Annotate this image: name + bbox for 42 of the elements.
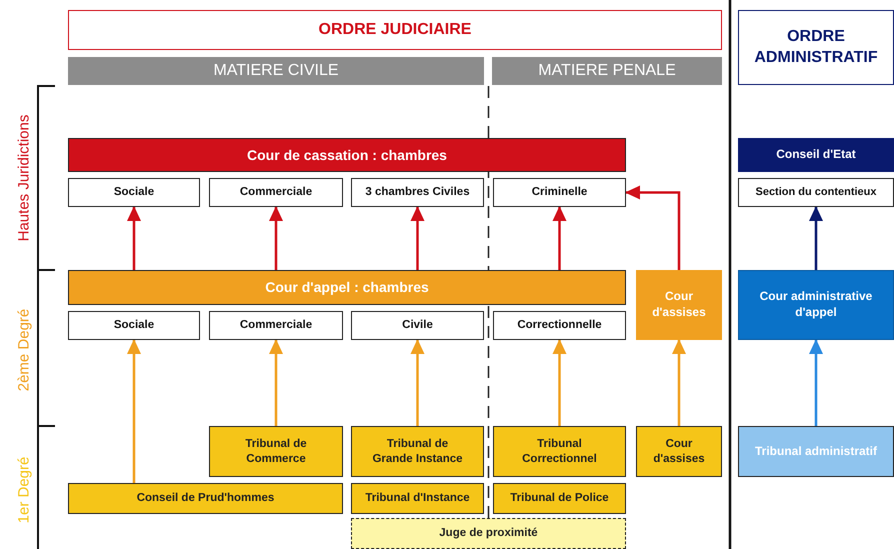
- order-header: ORDRE ADMINISTRATIF: [738, 10, 894, 85]
- court-box: Cour administrative d'appel: [738, 270, 894, 340]
- matter-header: MATIERE PENALE: [492, 57, 722, 85]
- court-bar: Cour d'appel : chambres: [68, 270, 626, 305]
- court-box: Cour d'assises: [636, 426, 722, 477]
- arrow: [127, 339, 141, 483]
- level-label: 1er Degré: [16, 456, 32, 524]
- level-label: Hautes Juridictions: [16, 114, 32, 242]
- court-box: Tribunal Correctionnel: [493, 426, 626, 477]
- chamber-box: 3 chambres Civiles: [351, 178, 484, 207]
- arrow: [127, 206, 141, 270]
- arrow: [809, 206, 823, 270]
- arrow: [410, 339, 424, 426]
- court-box: Tribunal de Grande Instance: [351, 426, 484, 477]
- arrow: [269, 339, 283, 426]
- arrow: [552, 206, 566, 270]
- chamber-box: Commerciale: [209, 311, 343, 340]
- court-bar: Cour de cassation : chambres: [68, 138, 626, 172]
- chamber-box: Criminelle: [493, 178, 626, 207]
- order-header: ORDRE JUDICIAIRE: [68, 10, 722, 50]
- court-box: Cour d'assises: [636, 270, 722, 340]
- matter-header: MATIERE CIVILE: [68, 57, 484, 85]
- court-box: Tribunal d'Instance: [351, 483, 484, 514]
- arrow: [672, 339, 686, 426]
- chamber-box: Section du contentieux: [738, 178, 894, 207]
- arrow: [269, 206, 283, 270]
- court-box: Conseil de Prud'hommes: [68, 483, 343, 514]
- arrow: [410, 206, 424, 270]
- court-box: Juge de proximité: [351, 518, 626, 549]
- court-box: Tribunal administratif: [738, 426, 894, 477]
- chamber-box: Correctionnelle: [493, 311, 626, 340]
- chamber-box: Civile: [351, 311, 484, 340]
- arrow: [809, 339, 823, 426]
- chamber-box: Sociale: [68, 178, 200, 207]
- level-label: 2ème Degré: [16, 308, 32, 392]
- arrow: [552, 339, 566, 426]
- court-box: Tribunal de Police: [493, 483, 626, 514]
- chamber-box: Sociale: [68, 311, 200, 340]
- arrow: [625, 186, 680, 270]
- court-bar: Conseil d'Etat: [738, 138, 894, 172]
- chamber-box: Commerciale: [209, 178, 343, 207]
- court-box: Tribunal de Commerce: [209, 426, 343, 477]
